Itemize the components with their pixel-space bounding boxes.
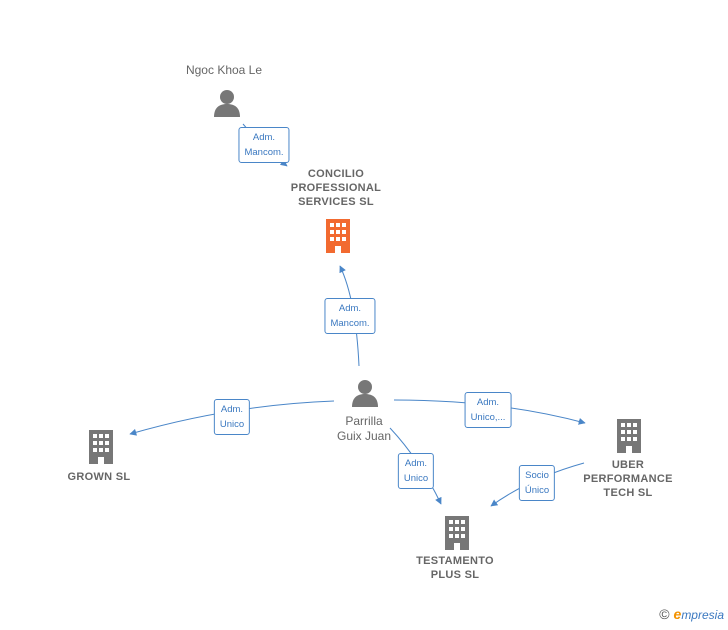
person-icon-parrilla[interactable]: [352, 380, 378, 407]
building-icon-uber[interactable]: [617, 419, 641, 453]
node-label-grown[interactable]: GROWN SL: [67, 471, 131, 483]
node-label-testamento[interactable]: TESTAMENTO PLUS SL: [416, 554, 494, 582]
edge-label-line: Adm.: [476, 397, 500, 408]
brand-name: mpresia: [681, 608, 724, 622]
edge-label-line: Adm.: [404, 458, 428, 469]
edge-label-line: Unico: [403, 473, 429, 484]
edge-label-parrilla-to-concilio: Adm. Mancom.: [324, 298, 376, 334]
edge-label-parrilla-to-testamento: Adm. Unico: [397, 453, 435, 489]
edge-label-line: Adm.: [252, 132, 276, 143]
edge-label-line: Adm.: [220, 404, 244, 415]
edge-label-line: Mancom.: [330, 318, 370, 329]
building-icon-testamento[interactable]: [445, 516, 469, 550]
node-label-parrilla[interactable]: Parrilla Guix Juan: [337, 414, 391, 444]
node-label-concilio[interactable]: CONCILIO PROFESSIONAL SERVICES SL: [291, 167, 381, 209]
edge-label-line: Socio: [525, 470, 549, 481]
person-icon-ngoc-khoa-le[interactable]: [214, 90, 240, 117]
node-label-line: PLUS SL: [430, 569, 480, 581]
edge-label-line: Adm.: [338, 303, 362, 314]
brand-initial: e: [673, 606, 682, 622]
node-label-ngoc-khoa-le[interactable]: Ngoc Khoa Le: [185, 63, 263, 77]
edge-label-uber-to-testamento: Socio Único: [518, 465, 556, 501]
node-label-line: CONCILIO: [307, 168, 365, 180]
edge-label-parrilla-to-uber: Adm. Unico,...: [464, 392, 512, 428]
building-icon-grown[interactable]: [89, 430, 113, 464]
edge-label-line: Unico: [219, 419, 245, 430]
node-label-line: UBER: [611, 459, 645, 471]
node-label-line: SERVICES SL: [298, 196, 374, 208]
edge-label-ngoc-to-concilio: Adm. Mancom.: [238, 127, 290, 163]
empresia-brand[interactable]: ©empresia: [659, 606, 724, 622]
copyright-icon: ©: [659, 606, 670, 622]
edge-label-line: Unico,...: [470, 412, 506, 423]
node-label-line: TECH SL: [603, 487, 653, 499]
node-label-line: Guix Juan: [336, 429, 392, 443]
node-label-uber[interactable]: UBER PERFORMANCE TECH SL: [583, 458, 672, 500]
node-label-line: PERFORMANCE: [583, 473, 673, 485]
edge-label-line: Único: [524, 485, 550, 496]
node-label-line: Parrilla: [345, 414, 383, 428]
edge-label-line: Mancom.: [244, 147, 284, 158]
node-label-line: PROFESSIONAL: [290, 182, 382, 194]
edge-label-parrilla-to-grown: Adm. Unico: [213, 399, 251, 435]
node-label-line: TESTAMENTO: [416, 555, 494, 567]
building-icon-concilio[interactable]: [326, 219, 350, 253]
